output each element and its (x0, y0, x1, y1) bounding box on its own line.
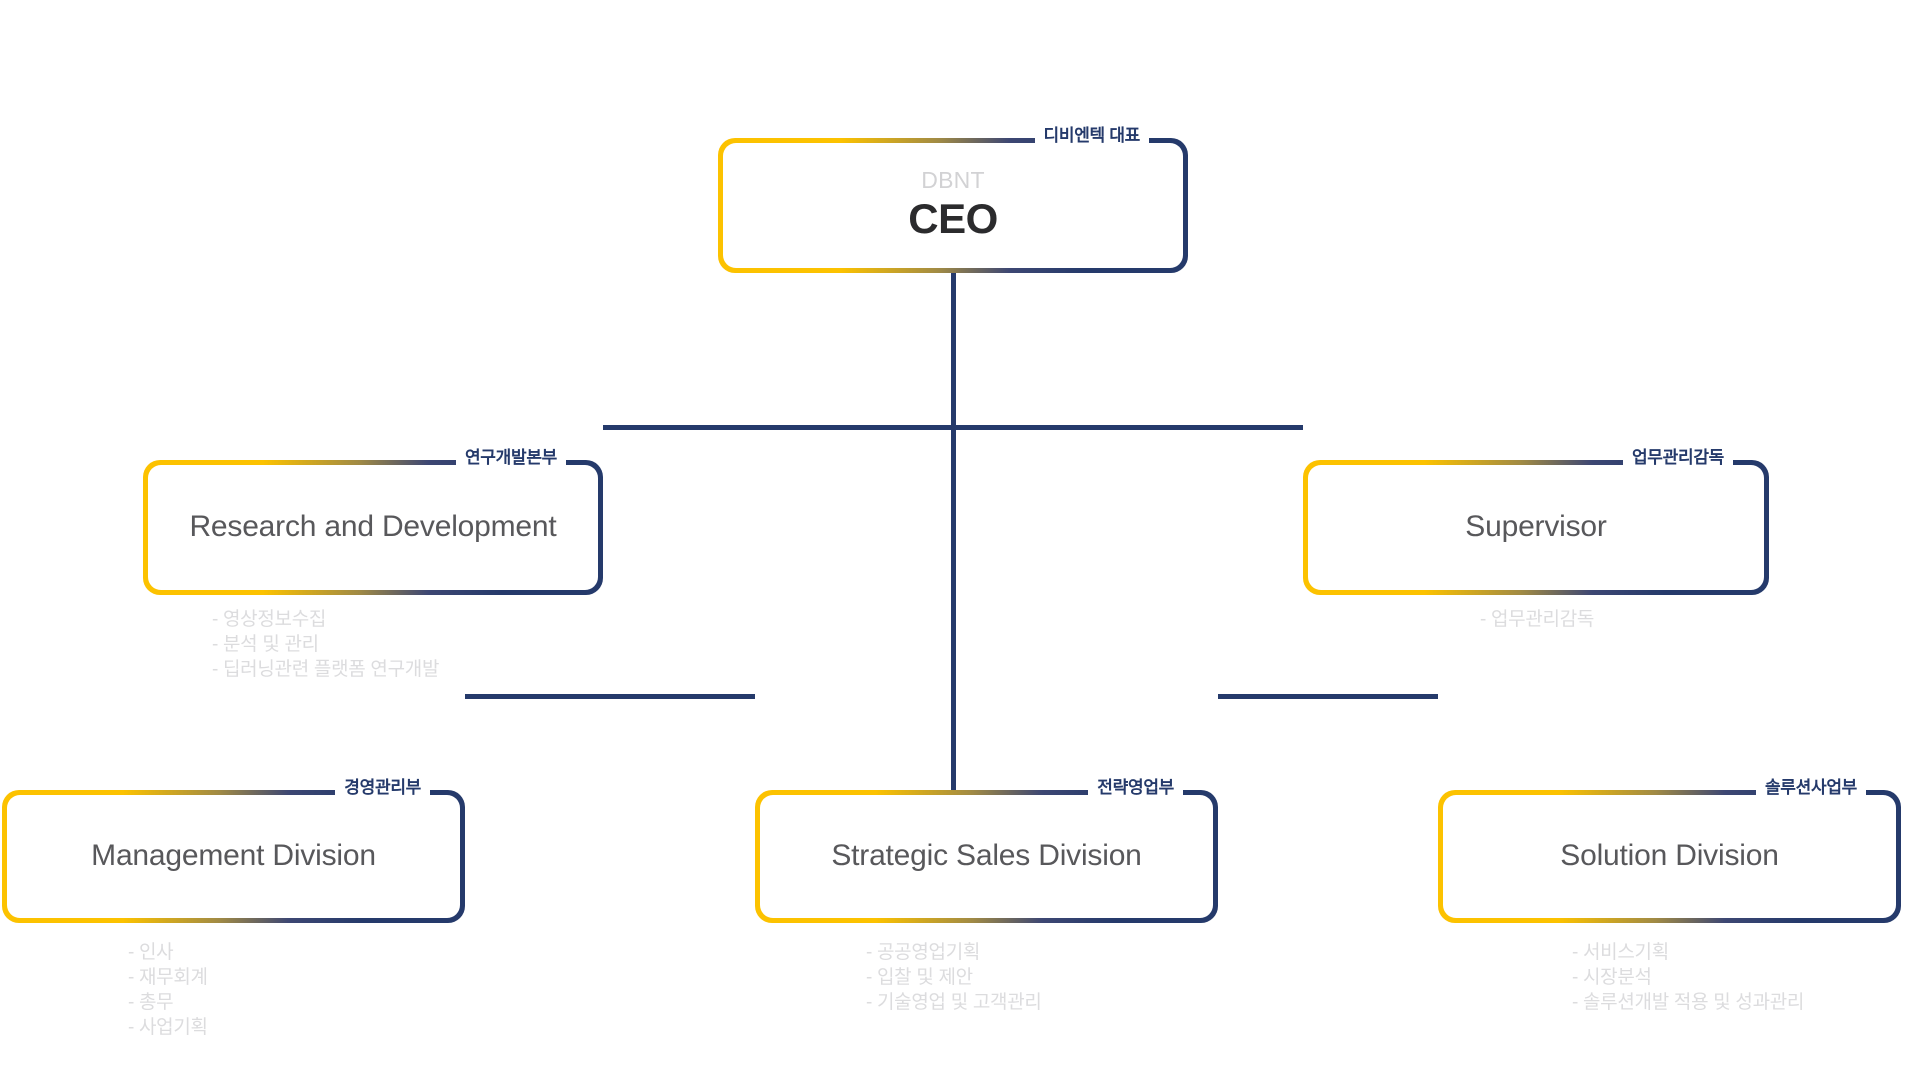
node-solution-top-notch (1755, 788, 1866, 798)
node-sales-kr-label: 전략영업부 (1097, 778, 1174, 797)
bullet-item: - 총무 (128, 992, 174, 1013)
bullet-item: - 딥러닝관련 플랫폼 연구개발 (212, 659, 440, 680)
connector-level2-horizontal (603, 425, 1303, 430)
bullet-item: - 업무관리감독 (1480, 609, 1595, 630)
bullet-item: - 영상정보수집 (212, 609, 327, 630)
node-sales-title: Strategic Sales Division (831, 839, 1142, 873)
bullet-item: - 솔루션개발 적용 및 성과관리 (1572, 992, 1805, 1013)
node-management-content: Management Division (7, 795, 460, 918)
node-research-and-development[interactable]: Research and Development 연구개발본부 (143, 448, 603, 595)
node-supervisor-card: Supervisor 업무관리감독 (1303, 448, 1769, 595)
bullet-item: - 입찰 및 제안 (866, 967, 973, 988)
bullets-solution-division: - 서비스기획 - 시장분석 - 솔루션개발 적용 및 성과관리 (1572, 940, 1804, 1015)
node-sales-content: Strategic Sales Division (760, 795, 1213, 918)
node-management-division[interactable]: Management Division 경영관리부 (2, 778, 465, 923)
node-solution-card: Solution Division 솔루션사업부 (1438, 778, 1901, 923)
node-ceo-title: CEO (908, 195, 998, 242)
bullet-item: - 분석 및 관리 (212, 634, 319, 655)
node-ceo-card: DBNT CEO 디비엔텍 대표 (718, 126, 1188, 273)
node-ceo-kr-label: 디비엔텍 대표 (1043, 126, 1141, 145)
node-strategic-sales-division[interactable]: Strategic Sales Division 전략영업부 (755, 778, 1218, 923)
node-management-card: Management Division 경영관리부 (2, 778, 465, 923)
bullets-strategic-sales-division: - 공공영업기획 - 입찰 및 제안 - 기술영업 및 고객관리 (866, 940, 1042, 1015)
node-rnd-title: Research and Development (189, 510, 557, 544)
node-rnd-card: Research and Development 연구개발본부 (143, 448, 603, 595)
node-ceo-top-notch (1034, 136, 1149, 146)
bullet-item: - 기술영업 및 고객관리 (866, 992, 1042, 1013)
bullet-item: - 서비스기획 (1572, 942, 1669, 963)
bullet-item: - 공공영업기획 (866, 942, 981, 963)
node-ceo-subtitle: DBNT (921, 166, 985, 193)
node-ceo-content: DBNT CEO (723, 143, 1183, 268)
node-sales-card: Strategic Sales Division 전략영업부 (755, 778, 1218, 923)
node-ceo[interactable]: DBNT CEO 디비엔텍 대표 (718, 126, 1188, 273)
connector-sales-to-solution (1218, 694, 1438, 699)
node-rnd-top-notch (455, 458, 566, 468)
bullets-supervisor: - 업무관리감독 (1480, 607, 1594, 632)
node-supervisor-title: Supervisor (1465, 510, 1607, 544)
connector-management-to-sales (465, 694, 755, 699)
node-supervisor-top-notch (1622, 458, 1733, 468)
node-solution-division[interactable]: Solution Division 솔루션사업부 (1438, 778, 1901, 923)
node-management-top-notch (335, 788, 430, 798)
node-sales-top-notch (1088, 788, 1183, 798)
node-rnd-content: Research and Development (148, 465, 598, 590)
bullets-research-and-development: - 영상정보수집 - 분석 및 관리 - 딥러닝관련 플랫폼 연구개발 (212, 607, 439, 682)
connector-ceo-vertical (951, 223, 956, 430)
bullet-item: - 사업기획 (128, 1017, 208, 1038)
connector-trunk-vertical-lower (951, 427, 956, 790)
bullet-item: - 시장분석 (1572, 967, 1652, 988)
node-solution-kr-label: 솔루션사업부 (1764, 778, 1857, 797)
bullet-item: - 재무회계 (128, 967, 208, 988)
node-solution-content: Solution Division (1443, 795, 1896, 918)
bullet-item: - 인사 (128, 942, 174, 963)
bullets-management-division: - 인사 - 재무회계 - 총무 - 사업기획 (128, 940, 208, 1040)
node-supervisor-content: Supervisor (1308, 465, 1764, 590)
node-management-kr-label: 경영관리부 (344, 778, 421, 797)
node-supervisor[interactable]: Supervisor 업무관리감독 (1303, 448, 1769, 595)
node-management-title: Management Division (91, 839, 376, 873)
node-solution-title: Solution Division (1560, 839, 1779, 873)
node-supervisor-kr-label: 업무관리감독 (1631, 448, 1724, 467)
node-rnd-kr-label: 연구개발본부 (464, 448, 557, 467)
